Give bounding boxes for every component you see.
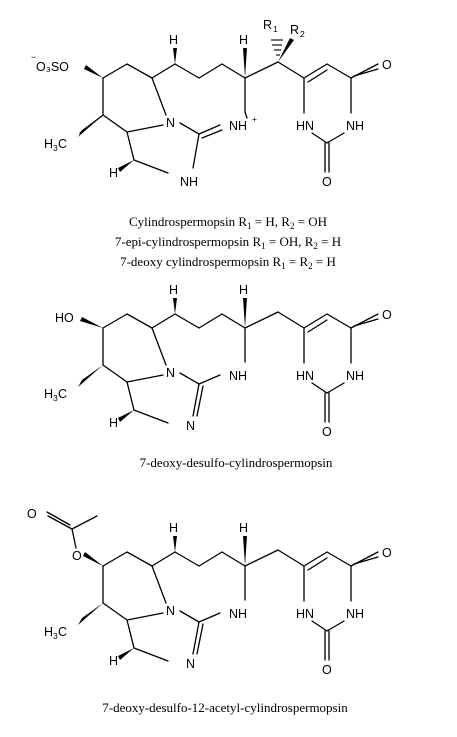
wedge-bond-r2 xyxy=(278,38,294,62)
hn-label: HN xyxy=(296,119,314,133)
wedge-bond-h-top1-3 xyxy=(173,536,177,552)
wedge-bond-h-top1 xyxy=(173,48,177,64)
bonds-molecule-1 xyxy=(79,61,379,174)
r1-subscript: 1 xyxy=(273,24,278,34)
caption-line-3: 7-deoxy cylindrospermopsin R1 = R2 = H xyxy=(120,254,336,271)
caption-line-1: Cylindrospermopsin R1 = H, R2 = OH xyxy=(129,214,327,231)
nh-label-m2: NH xyxy=(229,369,247,383)
sulfate-charge: − xyxy=(31,52,36,62)
methyl-group-label: H 3 C xyxy=(44,137,67,153)
hn-label-m2: HN xyxy=(296,369,314,383)
caption-molecule-2: 7-deoxy-desulfo-cylindrospermopsin xyxy=(140,455,333,470)
hn-label-m3: HN xyxy=(296,607,314,621)
molecule-7-deoxy-desulfo: HO H H NH O HN NH O N N H H 3 C xyxy=(44,283,392,439)
h-atom-top-2-m2: H xyxy=(239,283,248,297)
oxygen-right-m2: O xyxy=(382,308,392,322)
wedge-bond-methyl xyxy=(78,115,103,137)
nh-label-m3: NH xyxy=(229,607,247,621)
wedge-bond-h-top2-3 xyxy=(243,536,247,566)
wedge-bond-oxygen xyxy=(84,65,103,78)
h-atom-bottom: H xyxy=(109,166,118,180)
svg-text:H: H xyxy=(44,625,53,639)
ester-oxygen: O xyxy=(72,549,82,563)
h-atom-bottom-m3: H xyxy=(109,654,118,668)
svg-text:C: C xyxy=(58,387,67,401)
r1-label: R xyxy=(263,18,272,32)
acyl-oxygen: O xyxy=(27,507,37,521)
nh-right-label-m2: NH xyxy=(346,369,364,383)
ring-nitrogen: N xyxy=(166,116,175,130)
caption-molecule-3: 7-deoxy-desulfo-12-acetyl-cylindrospermo… xyxy=(102,700,348,715)
nh-plus-label: NH xyxy=(229,119,247,133)
wedge-bond-methyl-2 xyxy=(78,365,103,387)
caption-line-2: 7-epi-cylindrospermopsin R1 = OH, R2 = H xyxy=(115,234,341,251)
plus-charge: + xyxy=(252,114,257,124)
wedge-bond-ester xyxy=(83,552,103,566)
oxygen-right: O xyxy=(382,58,392,72)
nh-bottom-label: NH xyxy=(180,175,198,189)
h-atom-top-2: H xyxy=(239,33,248,47)
wedge-bond-hydroxyl xyxy=(80,317,103,328)
molecule-acetyl-desulfo: O O H H NH O HN NH O N N H H 3 C xyxy=(27,507,392,677)
wedge-bond-methyl-3 xyxy=(78,603,103,625)
nitrogen-bottom-m3: N xyxy=(186,657,195,671)
svg-text:3: 3 xyxy=(53,393,58,403)
wedge-bond-h-bottom-2 xyxy=(118,410,134,422)
methyl-group-label-m3: H 3 C xyxy=(44,625,67,641)
wedge-bond-h-top2 xyxy=(243,48,247,78)
h-atom-bottom-m2: H xyxy=(109,416,118,430)
oxygen-bottom: O xyxy=(322,175,332,189)
nh-right-label: NH xyxy=(346,119,364,133)
svg-text:H: H xyxy=(44,387,53,401)
sulfate-group-label: O₃SO xyxy=(36,60,69,74)
r2-subscript: 2 xyxy=(300,29,305,39)
r2-label: R xyxy=(290,23,299,37)
nitrogen-bottom-m2: N xyxy=(186,419,195,433)
h-atom-top-1-m2: H xyxy=(169,283,178,297)
bonds-molecule-2 xyxy=(102,311,379,424)
wedge-bond-h-bottom-3 xyxy=(118,648,134,660)
oxygen-bottom-m2: O xyxy=(322,425,332,439)
oxygen-bottom-m3: O xyxy=(322,663,332,677)
oxygen-right-m3: O xyxy=(382,546,392,560)
wedge-bond-h-bottom xyxy=(118,160,134,172)
wedge-bond-h-top2-2 xyxy=(243,298,247,328)
caption-molecule-1: Cylindrospermopsin R1 = H, R2 = OH 7-epi… xyxy=(115,214,341,271)
svg-text:3: 3 xyxy=(53,631,58,641)
h-atom-top-2-m3: H xyxy=(239,521,248,535)
nh-right-label-m3: NH xyxy=(346,607,364,621)
svg-text:C: C xyxy=(58,625,67,639)
svg-text:H: H xyxy=(44,137,53,151)
h-atom-top-1-m3: H xyxy=(169,521,178,535)
svg-text:3: 3 xyxy=(53,143,58,153)
svg-text:C: C xyxy=(58,137,67,151)
hashed-bond-r1 xyxy=(271,39,283,56)
h-atom-top-1: H xyxy=(169,33,178,47)
hydroxyl-label: HO xyxy=(55,311,74,325)
molecule-cylindrospermopsin: − O₃SO H H NH + R 1 R 2 O HN NH O N NH H… xyxy=(31,18,392,189)
bonds-molecule-3 xyxy=(46,511,379,662)
ring-nitrogen-m2: N xyxy=(166,366,175,380)
ring-nitrogen-m3: N xyxy=(166,604,175,618)
wedge-bond-h-top1-2 xyxy=(173,298,177,314)
methyl-group-label-m2: H 3 C xyxy=(44,387,67,403)
